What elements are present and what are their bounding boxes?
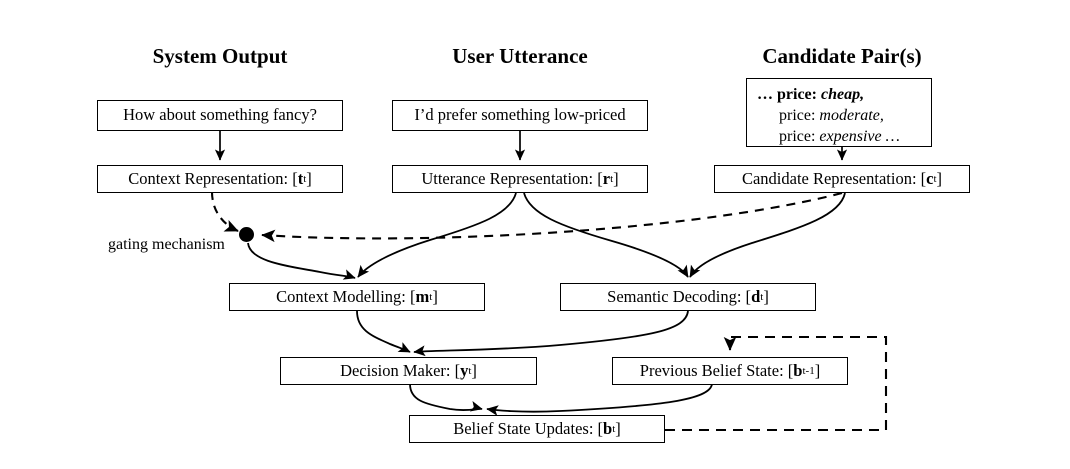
context-modelling-subscript: t — [429, 290, 433, 303]
column-title-candidate-pairs: Candidate Pair(s) — [762, 44, 922, 68]
belief-state-updates-vector: b — [603, 418, 613, 438]
previous-belief-state-subscript: t-1 — [802, 364, 815, 377]
candidate-representation-close: ] — [936, 168, 943, 188]
edge-candidate-rep-to-semantic-decoding — [689, 192, 846, 278]
edge-previous-belief-state-to-belief-updates — [486, 383, 713, 416]
context-modelling-text: Context Modelling: [ — [276, 286, 416, 306]
context-representation-subscript: t — [303, 172, 307, 185]
node-candidate-pairs-box: … price: cheap, price: moderate, price: … — [746, 78, 932, 147]
semantic-decoding-text: Semantic Decoding: [ — [607, 286, 752, 306]
edge-candidate-rep-to-gating — [261, 191, 843, 243]
context-representation-vector: t — [297, 168, 304, 188]
context-modelling-vector: m — [415, 286, 430, 306]
candidate-line-2-prefix: price: — [779, 107, 816, 125]
edge-gating-to-context-modelling — [247, 242, 356, 280]
belief-state-updates-subscript: t — [612, 422, 616, 435]
candidate-line-2-value: moderate, — [819, 107, 884, 125]
decision-maker-subscript: t — [468, 364, 472, 377]
edge-utterance-rep-to-context-modelling — [357, 192, 517, 278]
edge-decision-maker-to-belief-state-updates — [409, 383, 483, 412]
candidate-representation-vector: c — [926, 168, 934, 188]
previous-belief-state-close: ] — [814, 360, 821, 380]
semantic-decoding-subscript: t — [760, 290, 764, 303]
candidate-representation-text: Candidate Representation: [ — [741, 168, 927, 188]
candidate-representation-subscript: t — [933, 172, 937, 185]
candidate-line-3-value: expensive … — [819, 128, 900, 146]
previous-belief-state-text: Previous Belief State: [ — [639, 360, 794, 380]
node-system-output-text: How about something fancy? — [97, 100, 343, 131]
candidate-line-1-value: cheap, — [820, 86, 865, 103]
edge-context-rep-to-gating — [210, 191, 239, 232]
candidate-line-3: price: expensive … — [757, 126, 921, 147]
gating-mechanism-label: gating mechanism — [108, 236, 225, 253]
utterance-representation-close: ] — [613, 168, 619, 188]
candidate-line-3-prefix: price: — [779, 128, 816, 146]
decision-maker-text: Decision Maker: [ — [340, 360, 461, 380]
utterance-representation-subscript: t — [610, 172, 614, 185]
belief-state-updates-close: ] — [615, 418, 621, 438]
context-representation-text: Context Representation: [ — [128, 168, 298, 188]
utterance-representation-vector: r — [602, 168, 611, 188]
column-title-system-output: System Output — [152, 44, 288, 68]
semantic-decoding-close: ] — [763, 286, 769, 306]
edge-context-modelling-to-decision-maker — [356, 310, 411, 353]
node-user-utterance-text: I’d prefer something low-priced — [392, 100, 648, 131]
previous-belief-state-vector: b — [793, 360, 803, 380]
decision-maker-vector: y — [460, 360, 469, 380]
column-title-user-utterance: User Utterance — [452, 44, 588, 68]
context-representation-close: ] — [306, 168, 312, 188]
edge-utterance-rep-to-semantic-decoding — [523, 192, 689, 278]
candidate-line-1: … price: cheap, — [757, 84, 921, 105]
decision-maker-close: ] — [471, 360, 477, 380]
candidate-line-1-prefix: … price: — [757, 86, 817, 103]
utterance-representation-text: Utterance Representation: [ — [421, 168, 603, 188]
semantic-decoding-vector: d — [751, 286, 761, 306]
candidate-line-2: price: moderate, — [757, 105, 921, 126]
belief-state-updates-text: Belief State Updates: [ — [453, 418, 604, 438]
edge-semantic-decoding-to-decision-maker — [413, 310, 689, 357]
context-modelling-close: ] — [432, 286, 438, 306]
gating-mechanism-node — [239, 227, 254, 242]
